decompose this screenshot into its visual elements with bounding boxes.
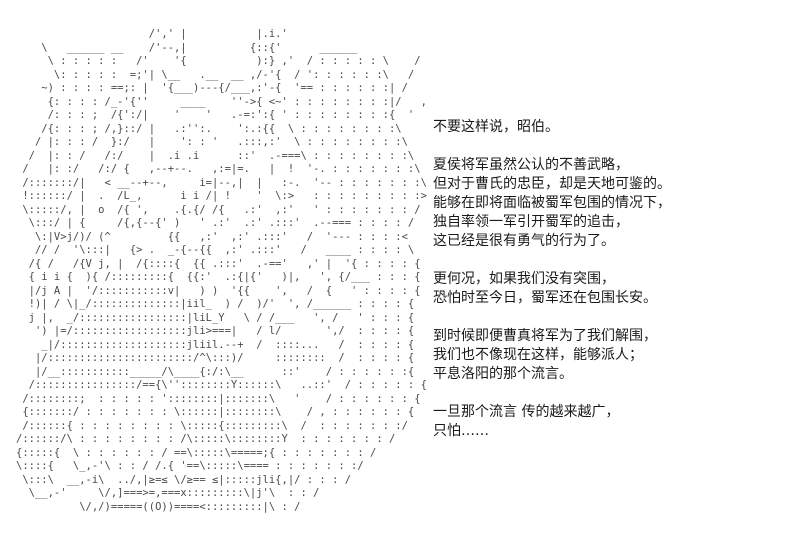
dialogue-line: 独自率领一军引开蜀军的追击， [433,214,629,230]
dialogue-line: 我们也不像现在这样，能够派人； [433,347,643,363]
dialogue-line: 平息洛阳的那个流言。 [433,366,573,382]
dialogue-paragraph: 夏侯将军虽然公认的不善武略， 但对于曹氏的忠臣，却是天地可鉴的。能够在即将面临被蜀… [433,156,793,251]
dialogue-line: 但对于曹氏的忠臣，却是天地可鉴的。 [433,176,671,192]
dialogue-paragraph: 不要这样说，昭伯。 [433,118,793,137]
dialogue-line: 这已经是很有勇气的行为了。 [433,233,615,249]
dialogue-line: 到时候即便曹真将军为了我们解围， [433,328,657,344]
dialogue-paragraph: 更何况，如果我们没有突围， 恐怕时至今日，蜀军还在包围长安。 [433,270,793,308]
dialogue-line: 能够在即将面临被蜀军包围的情况下， [433,195,671,211]
dialogue-paragraph: 一旦那个流言 传的越来越广， 只怕…… [433,403,793,441]
dialogue-line: 一旦那个流言 传的越来越广， [433,404,620,420]
dialogue-line: 只怕…… [433,423,489,439]
dialogue-line: 恐怕时至今日，蜀军还在包围长安。 [433,290,657,306]
dialogue-paragraph: 到时候即便曹真将军为了我们解围， 我们也不像现在这样，能够派人； 平息洛阳的那个流言… [433,327,793,384]
dialogue-line: 夏侯将军虽然公认的不善武略， [433,157,629,173]
ascii-art-portrait: /',' | |.i.' \ ______ __ /'--,| {::{' __… [16,28,427,513]
dialogue-line: 更何况，如果我们没有突围， [433,271,615,287]
dialogue-text-block: 不要这样说，昭伯。夏侯将军虽然公认的不善武略， 但对于曹氏的忠臣，却是天地可鉴的。… [433,118,793,460]
dialogue-line: 不要这样说，昭伯。 [433,119,559,135]
